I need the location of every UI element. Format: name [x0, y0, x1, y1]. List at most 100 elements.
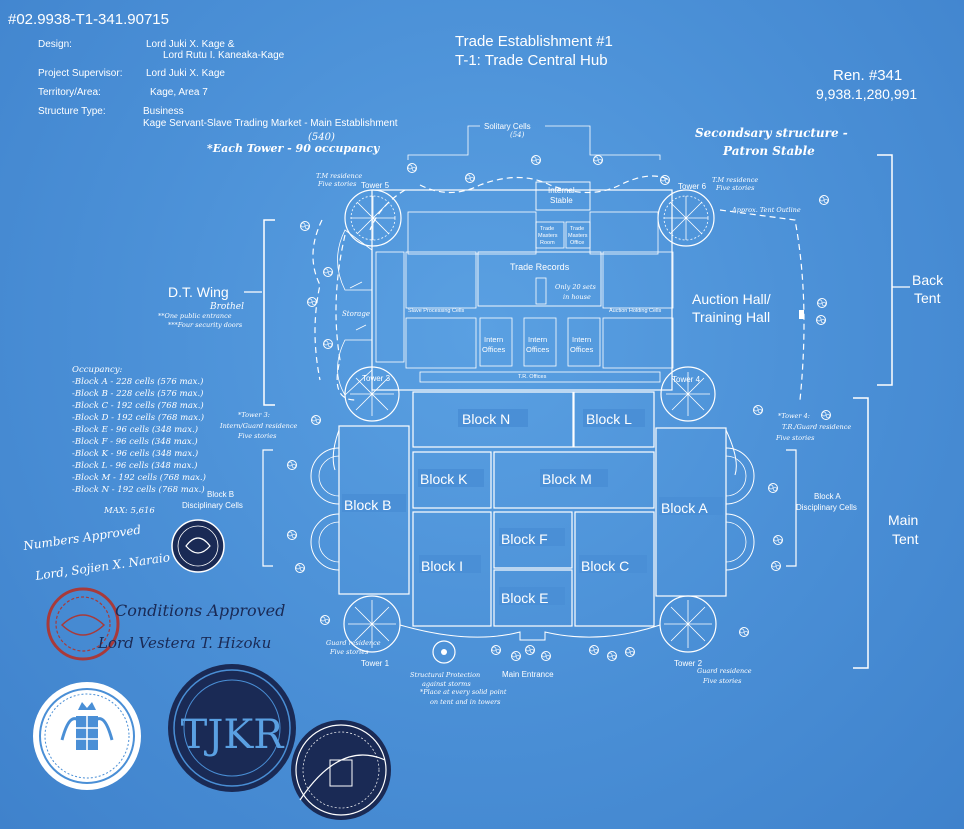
- trade-masters-office: [565, 221, 591, 249]
- conditions-signature: Lord Vestera T. Hizoku: [97, 634, 271, 652]
- internal-stable: [535, 181, 591, 211]
- svg-text:*Tower 3:: *Tower 3:: [238, 411, 270, 419]
- seal-monogram: TJKR: [168, 664, 296, 792]
- conditions-approved: Conditions Approved: [115, 601, 285, 620]
- seal-numbers: [171, 519, 225, 573]
- intern-offices-2: [523, 317, 557, 367]
- auction-hall-label-2: Training Hall: [692, 309, 770, 325]
- block-labels: Block N Block L Block K Block M Block B …: [342, 409, 723, 606]
- svg-text:Trade: Trade: [570, 226, 584, 232]
- svg-text:Intern: Intern: [528, 335, 547, 344]
- svg-text:Guard residence: Guard residence: [697, 667, 752, 675]
- svg-text:Tent: Tent: [914, 290, 941, 306]
- svg-text:Trade: Trade: [540, 226, 554, 232]
- occupancy-line: -Block L - 96 cells (348 max.): [72, 460, 197, 471]
- side-domes: [310, 447, 755, 571]
- svg-text:Five stories: Five stories: [702, 677, 742, 685]
- block-f: [493, 511, 573, 569]
- svg-text:Tower 1: Tower 1: [361, 659, 390, 668]
- solitary-cells-left: [407, 211, 537, 255]
- trade-masters-room: [535, 221, 565, 249]
- svg-text:Tower 6: Tower 6: [678, 182, 707, 191]
- svg-text:Offices: Offices: [570, 345, 593, 354]
- secondary-structure-2: Patron Stable: [722, 144, 815, 158]
- tower-4: Tower 4: [660, 366, 716, 422]
- occupancy-line: -Block B - 228 cells (576 max.): [72, 388, 204, 399]
- occupancy-line: -Block K - 96 cells (348 max.): [72, 448, 198, 459]
- occupancy-line: -Block D - 192 cells (768 max.): [72, 412, 204, 423]
- svg-text:Offices: Offices: [482, 345, 505, 354]
- tower-5: Tower 5: [344, 181, 402, 247]
- svg-text:Tower 5: Tower 5: [361, 181, 390, 190]
- svg-text:Block B: Block B: [207, 490, 234, 499]
- svg-text:Tent: Tent: [892, 531, 919, 547]
- occupancy-line: -Block M - 192 cells (768 max.): [72, 472, 206, 483]
- block-m: [493, 451, 655, 509]
- svg-text:Block N: Block N: [462, 411, 510, 427]
- tent-outline: [335, 175, 805, 401]
- svg-text:Structural Protection: Structural Protection: [410, 671, 480, 679]
- solitary-cells-callout: Solitary Cells (54): [407, 122, 661, 160]
- svg-text:Tower 2: Tower 2: [674, 659, 703, 668]
- seal-white-crest: [33, 682, 141, 790]
- svg-text:T.M residence: T.M residence: [712, 176, 758, 184]
- slave-processing-cells: [405, 251, 477, 309]
- intern-offices-1: [479, 317, 513, 367]
- title-line-1: Trade Establishment #1: [455, 33, 613, 50]
- seal-navy-round: [291, 720, 391, 820]
- svg-text:Guard residence: Guard residence: [326, 639, 381, 647]
- svg-text:Occupancy:: Occupancy:: [72, 365, 123, 375]
- svg-text:in house: in house: [563, 293, 591, 301]
- svg-text:Block F: Block F: [501, 531, 548, 547]
- svg-text:*Place at every solid point: *Place at every solid point: [420, 688, 507, 696]
- occupancy-line: -Block E - 96 cells (348 max.): [72, 424, 198, 435]
- svg-text:T.R. Offices: T.R. Offices: [518, 374, 547, 380]
- svg-text:Five stories: Five stories: [715, 184, 755, 192]
- occupancy-list: Occupancy: -Block A - 228 cells (576 max…: [72, 365, 206, 516]
- block-e: [493, 569, 573, 627]
- svg-text:Slave Processing Cells: Slave Processing Cells: [408, 308, 464, 314]
- svg-text:Only 20 sets: Only 20 sets: [555, 283, 596, 291]
- seal-conditions: [46, 587, 120, 661]
- svg-text:Room: Room: [540, 240, 555, 246]
- main-entrance-label: Main Entrance: [502, 670, 554, 679]
- svg-text:Disciplinary Cells: Disciplinary Cells: [796, 503, 857, 512]
- svg-text:Block A: Block A: [661, 500, 708, 516]
- svg-text:Block E: Block E: [501, 590, 548, 606]
- notes: (540) *Each Tower - 90 occupancy Seconds…: [207, 126, 848, 158]
- block-l: [573, 391, 655, 448]
- svg-text:on tent and in towers: on tent and in towers: [430, 698, 501, 706]
- svg-text:**One public entrance: **One public entrance: [158, 312, 232, 320]
- svg-text:Five stories: Five stories: [775, 434, 815, 442]
- svg-text:Internal: Internal: [548, 186, 575, 195]
- tower-count: (540): [308, 132, 335, 143]
- svg-text:Block L: Block L: [586, 411, 632, 427]
- tr-offices: [419, 371, 661, 383]
- territory-label: Territory/Area:: [38, 87, 101, 98]
- dt-wing-cells: [375, 251, 405, 363]
- svg-text:Offices: Offices: [526, 345, 549, 354]
- structural-protection-symbol: [432, 640, 456, 664]
- tower-1: Tower 1: [343, 595, 401, 668]
- numbers-signature: Lord, Sojien X. Naraio: [33, 550, 170, 583]
- callouts: T.M residence Five stories T.M residence…: [219, 172, 851, 706]
- secondary-structure-1: Secondsary structure -: [695, 126, 848, 140]
- design-value-1: Lord Juki X. Kage &: [146, 39, 235, 50]
- supervisor-value: Lord Juki X. Kage: [146, 68, 225, 79]
- svg-text:Block M: Block M: [542, 471, 592, 487]
- auction-holding-cells: [602, 251, 674, 309]
- svg-text:against storms: against storms: [422, 680, 471, 688]
- back-tent-body: [371, 189, 673, 391]
- approvals: Numbers Approved Lord, Sojien X. Naraio …: [21, 519, 285, 661]
- svg-text:Brothel: Brothel: [209, 302, 244, 312]
- auction-hall-label-1: Auction Hall/: [692, 291, 771, 307]
- trees: [287, 155, 831, 661]
- svg-text:Five stories: Five stories: [237, 432, 277, 440]
- svg-text:Masters: Masters: [568, 233, 588, 239]
- territory-value: Kage, Area 7: [150, 87, 208, 98]
- occupancy-line: -Block A - 228 cells (576 max.): [72, 376, 203, 387]
- block-n: [412, 391, 574, 448]
- structure-value-2: Kage Servant-Slave Trading Market - Main…: [143, 118, 398, 129]
- tower-6: Tower 6: [657, 182, 715, 247]
